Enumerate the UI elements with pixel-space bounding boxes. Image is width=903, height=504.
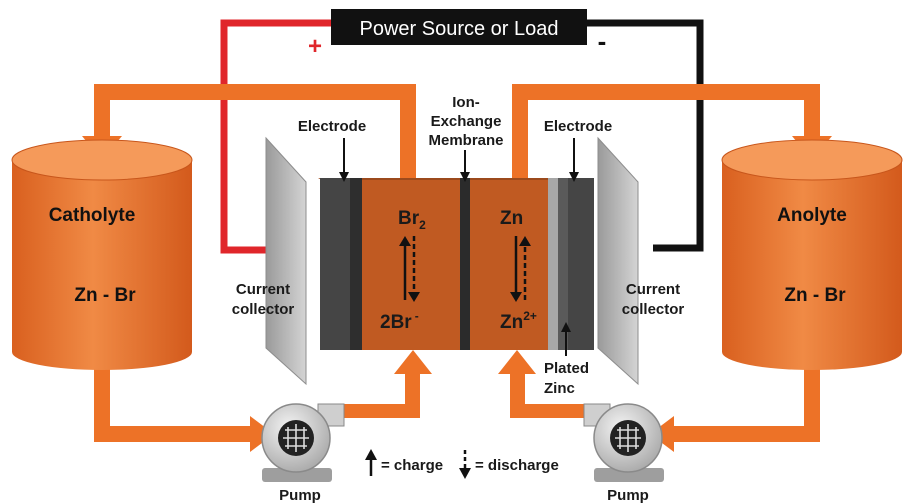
anolyte-title: Anolyte — [777, 205, 847, 226]
left-top-species: Br2 — [398, 208, 426, 232]
current-collector-left-line2: collector — [232, 301, 295, 318]
chemistry-labels: Br2 2Br- Zn Zn2+ — [380, 208, 537, 333]
legend-discharge: = discharge — [475, 457, 559, 474]
anolyte-content: Zn - Br — [784, 285, 846, 306]
catholyte-title: Catholyte — [49, 205, 136, 226]
pipe-left-bottom-horizontal — [94, 426, 254, 442]
power-source-label: Power Source or Load — [359, 18, 558, 40]
current-collector-right — [597, 136, 639, 386]
electrode-left-label: Electrode — [298, 118, 366, 135]
pipe-left-pump-riser — [405, 372, 420, 418]
wiring — [220, 19, 704, 254]
pipe-left-bottom-drop — [94, 360, 110, 440]
pump-left: Pump — [261, 403, 345, 504]
pipe-left-top-drop — [94, 84, 110, 138]
negative-wire — [585, 19, 704, 252]
right-bottom-species: Zn2+ — [500, 309, 537, 333]
electrochemical-cell — [265, 136, 639, 386]
pipe-right-bottom-horizontal — [668, 426, 820, 442]
ion-exchange-membrane — [460, 178, 470, 350]
pump-left-label: Pump — [279, 487, 321, 504]
power-source-box: Power Source or Load + - — [308, 9, 606, 60]
pipes — [82, 84, 832, 452]
pipe-left-top-horizontal — [94, 84, 416, 100]
pipe-left-top-riser — [400, 84, 416, 180]
pipe-left-pump-out — [320, 404, 420, 418]
legend: = charge = discharge — [365, 449, 559, 479]
left-bottom-species: 2Br- — [380, 309, 419, 333]
current-collector-left — [265, 136, 307, 386]
pipe-right-top-horizontal — [512, 84, 820, 100]
pipe-right-bottom-drop — [804, 360, 820, 440]
plated-zinc-label-line2: Zinc — [544, 380, 575, 397]
electrode-right-label: Electrode — [544, 118, 612, 135]
positive-wire — [220, 19, 331, 254]
right-top-species: Zn — [500, 208, 523, 229]
arrow-into-left-chamber — [394, 350, 432, 374]
arrow-into-right-chamber — [498, 350, 536, 374]
pump-right: Pump — [583, 403, 664, 504]
callouts: Electrode Ion- Exchange Membrane Electro… — [232, 94, 685, 397]
left-chamber — [362, 180, 460, 350]
anolyte-tank: Anolyte Zn - Br — [721, 139, 903, 370]
negative-terminal-sign: - — [598, 26, 607, 56]
membrane-label-line2: Exchange — [431, 113, 502, 130]
pipe-right-pump-riser — [510, 372, 525, 418]
catholyte-tank: Catholyte Zn - Br — [11, 139, 193, 370]
catholyte-content: Zn - Br — [74, 285, 136, 306]
plated-zinc-label-line1: Plated — [544, 360, 589, 377]
legend-charge: = charge — [381, 457, 443, 474]
plated-zinc-layer — [548, 178, 558, 350]
membrane-label-line3: Membrane — [428, 132, 503, 149]
pump-right-label: Pump — [607, 487, 649, 504]
pipe-right-top-drop — [804, 84, 820, 138]
pipe-right-top-riser — [512, 84, 528, 180]
current-collector-right-line1: Current — [626, 281, 680, 298]
current-collector-left-line1: Current — [236, 281, 290, 298]
positive-terminal-sign: + — [308, 33, 322, 60]
current-collector-right-line2: collector — [622, 301, 685, 318]
membrane-label-line1: Ion- — [452, 94, 480, 111]
right-chamber — [470, 180, 548, 350]
